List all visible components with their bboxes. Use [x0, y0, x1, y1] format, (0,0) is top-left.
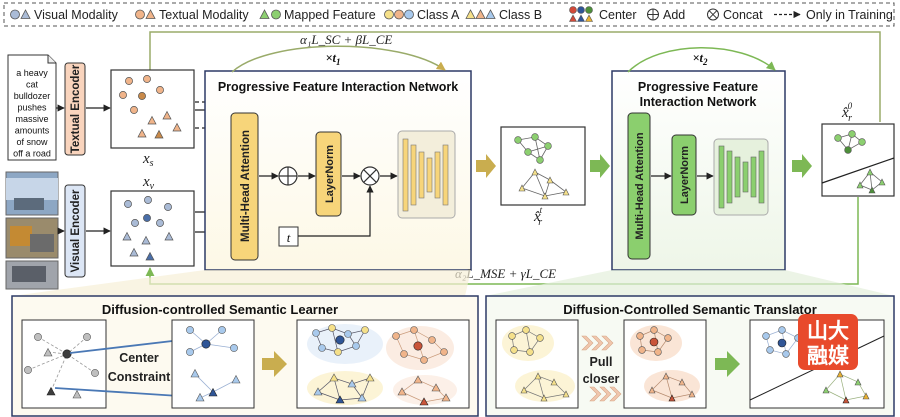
xv-feature-box [110, 190, 195, 267]
input-video-frames [5, 171, 59, 290]
arrow-t-to-concat [298, 185, 374, 237]
pfin-2-layernorm-block: LayerNorm [671, 134, 697, 216]
pfin-1-layernorm-block: LayerNorm [315, 131, 342, 217]
visual-encoder-label: Visual Encoder [70, 189, 82, 272]
input-text-line: of snow [16, 137, 48, 147]
pfin-1-loop-arrow [231, 45, 446, 73]
xr0-feature-box [821, 123, 895, 197]
pfin-2-mha-label: Multi-Head Attention [634, 132, 646, 239]
legend-mapped-label: Mapped Feature [284, 8, 376, 22]
input-text-line: a heavy [16, 68, 48, 78]
translator-green-arrow [715, 351, 740, 377]
pull-closer-chevrons-bottom [589, 386, 622, 402]
translator-clustered-box [623, 319, 707, 409]
input-text-line: off a road [13, 149, 51, 159]
pull-closer-label-1: Pull [590, 355, 613, 369]
legend-class-b-label: Class B [499, 8, 542, 22]
add-icon [647, 8, 659, 21]
legend-textual-label: Textual Modality [159, 8, 249, 22]
pfin-2-title-line2: Interaction Network [640, 95, 757, 109]
loss-bottom-curve [145, 197, 859, 285]
pfin-1-layernorm-label: LayerNorm [324, 145, 336, 203]
xrt-feature-box [500, 126, 586, 206]
watermark-line1: 山大 [807, 320, 849, 343]
add-icon [278, 166, 298, 186]
input-text-line: amounts [15, 126, 50, 136]
learner-clusters-box [296, 319, 470, 409]
timestep-label: t [287, 230, 291, 245]
loss-top-label: α₁L_SC + βL_CE [300, 32, 392, 47]
pfin-2-mha-block: Multi-Head Attention [627, 112, 651, 260]
legend-class-a-label: Class A [417, 8, 460, 22]
input-text-line: cat [26, 80, 39, 90]
textual-encoder-label: Textual Encoder [70, 64, 82, 153]
arrow-pfin2-to-xr0 [792, 154, 812, 178]
legend-class-b-icon [465, 9, 496, 19]
xv-label: xv [142, 174, 155, 192]
pfin-2-layernorm-label: LayerNorm [679, 146, 691, 204]
translator-connector [485, 270, 894, 296]
legend-center-icon [568, 6, 594, 22]
concat-icon [360, 166, 380, 186]
center-constraint-label-1: Center [119, 351, 159, 365]
pfin-1-repeat: ×t1 [325, 51, 340, 67]
pfin-1-mha-block: Multi-Head Attention [230, 112, 259, 261]
pfin-2-loop-arrow [627, 47, 776, 73]
xs-feature-box [110, 69, 195, 149]
loss-bottom-label: α₂L_MSE + γL_CE [455, 266, 556, 281]
input-text-line: massive [15, 114, 48, 124]
pfin-2-layer-stack [713, 138, 769, 216]
xs-label: xs [142, 151, 154, 169]
semantic-learner-title: Diffusion-controlled Semantic Learner [102, 302, 338, 317]
semantic-translator-title: Diffusion-Controlled Semantic Translator [563, 302, 817, 317]
legend-training-label: Only in Training [806, 8, 893, 22]
watermark-line2: 融媒 [807, 344, 850, 368]
learner-connector [12, 270, 471, 296]
center-constraint-label-2: Constraint [108, 370, 171, 384]
legend-concat-label: Concat [723, 8, 763, 22]
input-text-line: bulldozer [14, 91, 51, 101]
visual-encoder: Visual Encoder [64, 184, 86, 278]
watermark-logo: 山大 融媒 [798, 314, 858, 370]
learner-centered-box [171, 319, 255, 409]
legend-textual-icon [135, 9, 156, 20]
input-text-card [7, 54, 57, 161]
legend-class-a-icon [384, 9, 414, 20]
input-text-line: pushes [17, 103, 47, 113]
translator-input-box [495, 319, 579, 409]
arrow-xrt-to-pfin2 [590, 154, 610, 178]
legend-add-label: Add [663, 8, 685, 22]
pull-closer-chevrons-top [581, 335, 614, 351]
legend-center-label: Center [599, 8, 637, 22]
loss-top-curve [149, 31, 881, 122]
legend: Visual Modality Textual Modality Mapped … [3, 2, 895, 27]
legend-visual-icon [10, 9, 31, 20]
textual-encoder: Textual Encoder [64, 62, 86, 156]
legend-visual-label: Visual Modality [34, 8, 119, 22]
pfin-2-repeat: ×t2 [692, 51, 708, 67]
pfin-1-layer-stack [397, 130, 456, 219]
timestep-box: t [278, 226, 299, 247]
learner-yellow-arrow [262, 351, 287, 377]
learner-scatter-box [21, 319, 107, 409]
pfin-1-title: Progressive Feature Interaction Network [218, 80, 458, 94]
legend-frame [3, 2, 895, 27]
input-text-lines: a heavycatbulldozerpushesmassiveamountso… [13, 68, 51, 159]
concat-icon [707, 8, 719, 21]
legend-mapped-icon [259, 9, 281, 20]
pfin-2-title-line1: Progressive Feature [638, 80, 758, 94]
pull-closer-label-2: closer [583, 372, 620, 386]
pfin-1-mha-label: Multi-Head Attention [240, 130, 252, 242]
arrow-pfin1-to-xrt [476, 154, 496, 178]
